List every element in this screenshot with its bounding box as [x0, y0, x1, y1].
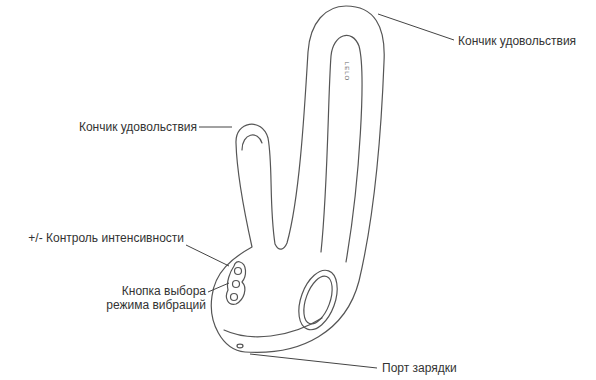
callout-label: Порт зарядки	[382, 361, 457, 375]
leader-line	[199, 127, 232, 128]
device-outline	[211, 6, 384, 352]
callout-label: Кончик удовольствия	[458, 34, 576, 48]
shaft-inner-groove	[321, 35, 362, 262]
callout-label: Кончик удовольствия	[79, 120, 197, 134]
leader-lines	[186, 14, 454, 368]
charging-port	[237, 344, 243, 348]
leader-line	[186, 245, 229, 266]
leader-line	[250, 354, 377, 368]
control-panel	[226, 262, 245, 305]
handle-seam	[224, 318, 322, 337]
callout-label: +/- Контроль интенсивности	[28, 231, 184, 245]
minus-button	[231, 294, 238, 301]
mode-button	[233, 281, 240, 288]
ring-hole-outer	[291, 265, 344, 335]
plus-button	[235, 268, 242, 275]
leader-line	[378, 14, 454, 40]
arm-inner-line	[242, 135, 262, 150]
ring-hole-inner	[298, 272, 338, 327]
leader-line	[208, 283, 229, 292]
callout-label: Кнопка выбора режима вибраций	[94, 284, 206, 312]
brand-mark: LELO	[343, 62, 350, 81]
